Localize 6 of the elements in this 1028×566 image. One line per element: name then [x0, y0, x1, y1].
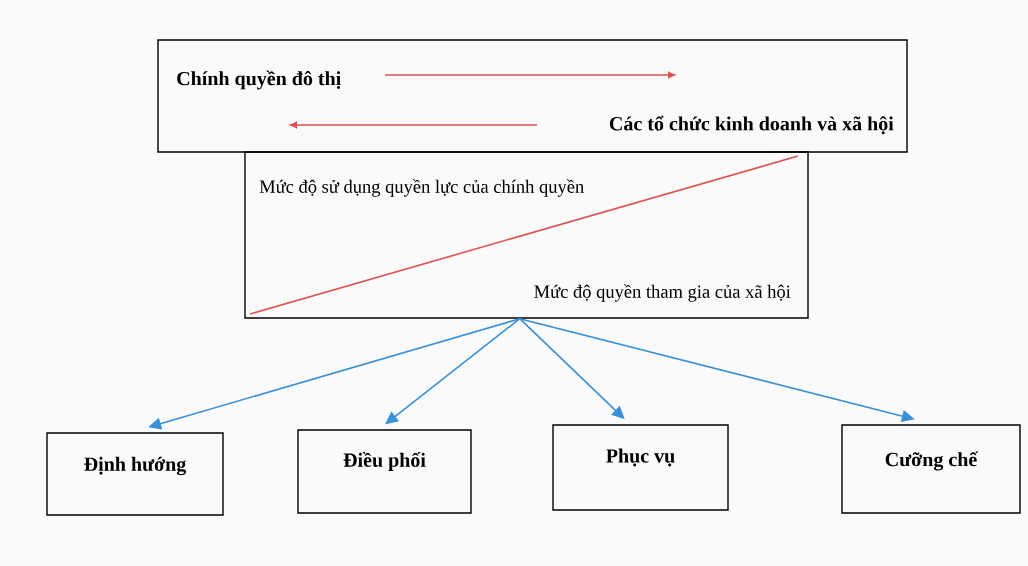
- category-box: Điều phối: [297, 429, 472, 514]
- text-box: Chính quyền đô thị Các tổ chức kinh doanh và xã hội: [157, 39, 908, 153]
- text-box: Mức độ sử dụng quyền lực của chính quyền Mức độ quyền tham gia của xã hội: [244, 151, 809, 319]
- category-box: Định hướng: [46, 432, 224, 516]
- category-box: Phục vụ: [552, 424, 729, 511]
- category-box: Cưỡng chế: [841, 424, 1021, 514]
